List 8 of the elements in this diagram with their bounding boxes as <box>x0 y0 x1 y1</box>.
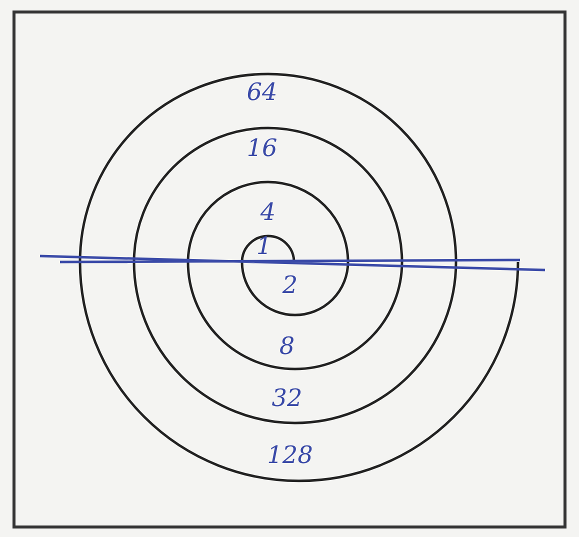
ring-number: 64 <box>246 79 278 105</box>
ring-number: 1 <box>256 233 272 259</box>
ring-number: 2 <box>282 272 298 298</box>
ring-number: 16 <box>246 135 278 161</box>
ring-number: 4 <box>260 199 276 225</box>
ring-number: 128 <box>267 442 313 468</box>
ring-number: 8 <box>279 333 295 359</box>
ring-number: 32 <box>272 385 302 411</box>
